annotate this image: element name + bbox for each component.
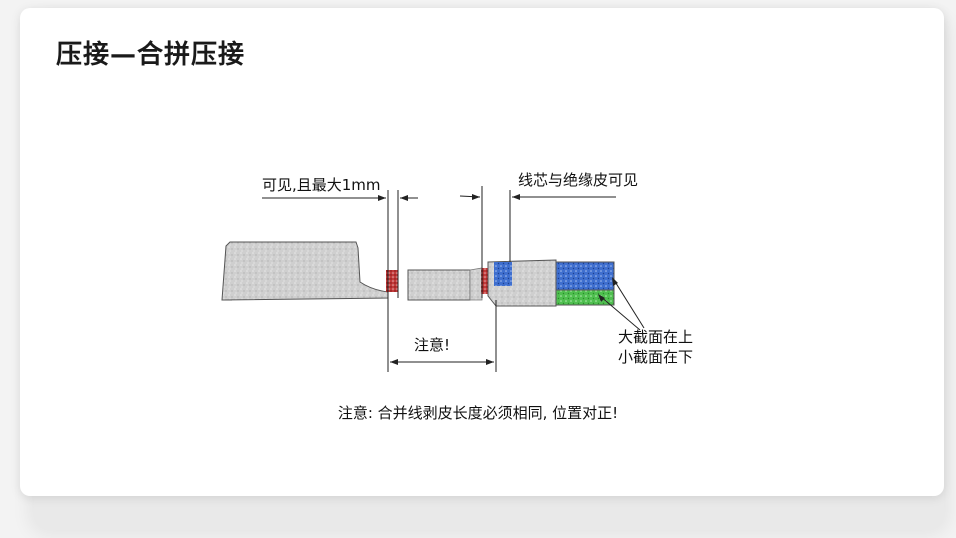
label-core-insulation: 线芯与绝缘皮可见 [518,171,638,189]
inspection-barrel [407,269,471,301]
leader-large-head [612,277,618,286]
leader-small [599,295,641,331]
label-large-section: 大截面在上 [618,328,693,346]
footer-note: 注意: 合并线剥皮长度必须相同, 位置对正! [337,404,619,422]
dim-arrowhead-right [400,195,408,201]
label-attention: 注意! [414,336,450,354]
page-title: 压接—合拼压接 [56,40,246,70]
dim2-arrowhead-right [512,194,520,200]
leader-large [613,279,645,329]
dim2-arrowhead-left [472,194,480,200]
leader-small-head [598,294,605,302]
dim-arrowhead-left [378,195,386,201]
insulation-left-red [386,270,398,292]
attention-arrowhead-left [390,359,398,365]
large-section-wire [555,261,615,291]
wire-core-blue-inner [494,262,512,286]
terminal-tongue [221,241,389,301]
attention-arrowhead-right [486,359,494,365]
label-small-section: 小截面在下 [618,348,693,366]
barrel-flare [469,267,483,301]
small-section-wire [555,289,615,306]
label-visible-max: 可见,且最大1mm [262,176,381,194]
